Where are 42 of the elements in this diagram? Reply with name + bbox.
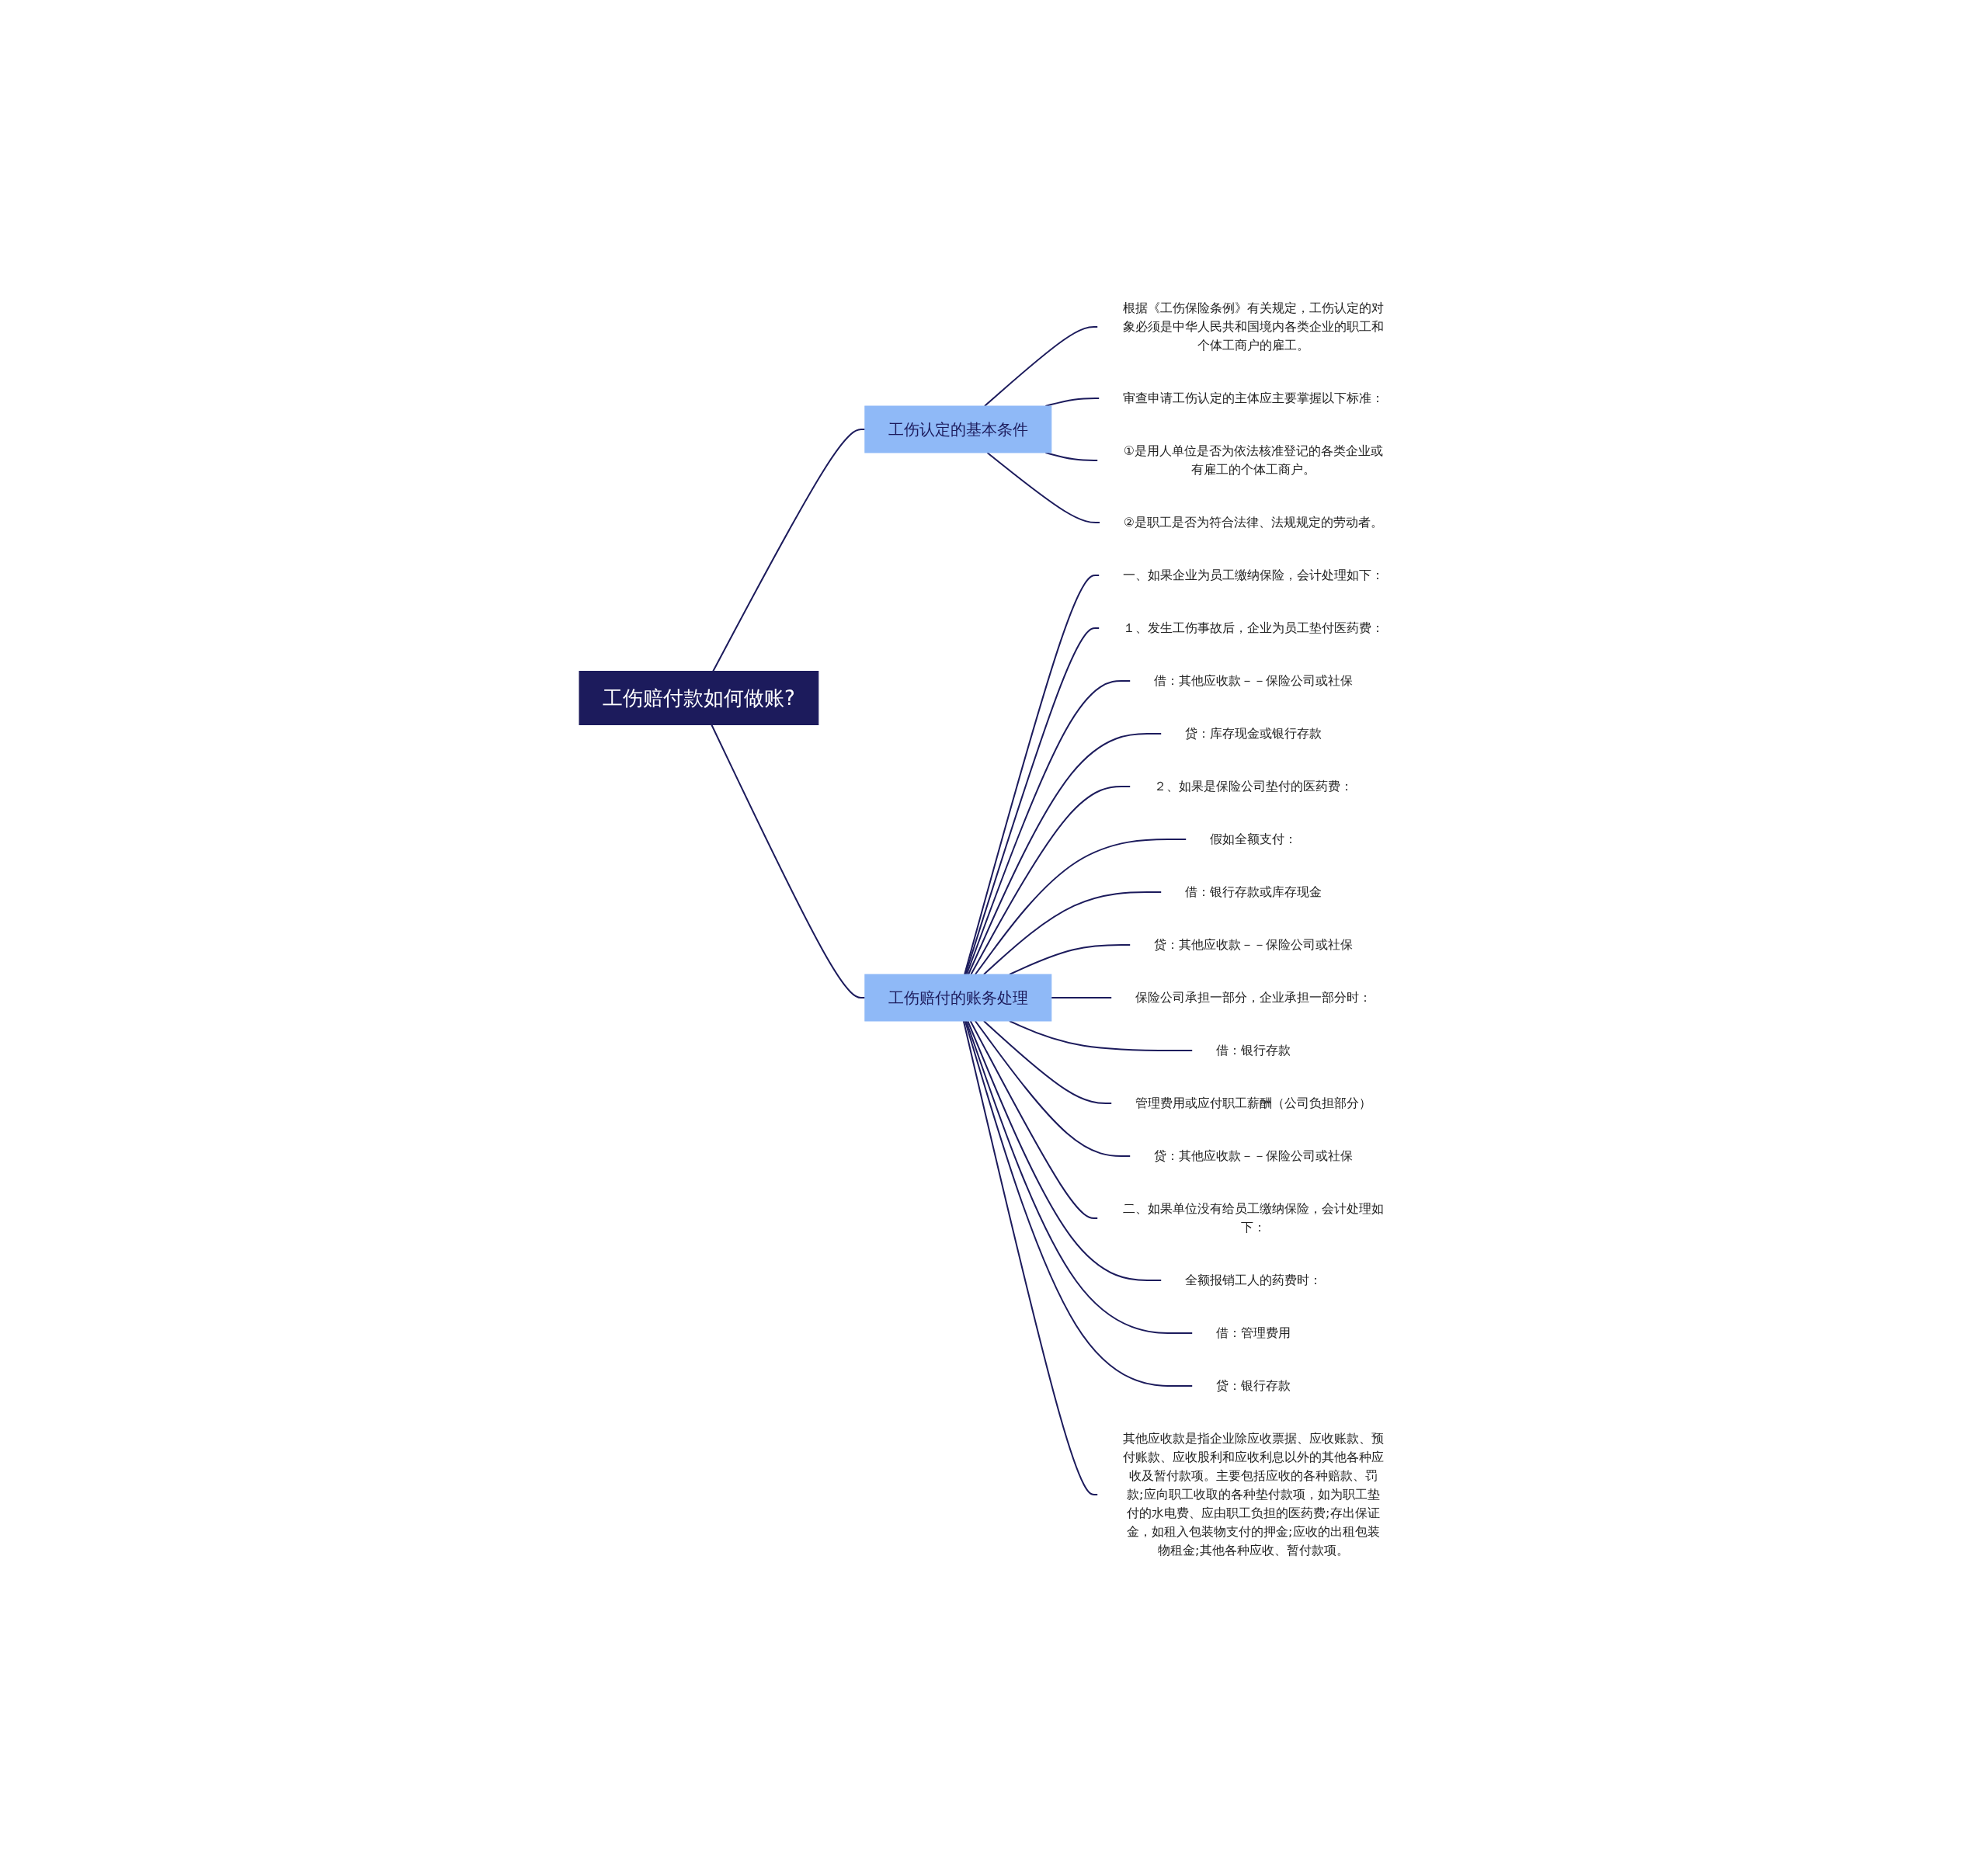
node-text: 保险公司承担一部分，企业承担一部分时： <box>1135 989 1371 1005</box>
node-text: ①是用人单位是否为依法核准登记的各类企业或有雇工的个体工商户。 <box>1123 443 1384 477</box>
node-text: 审查申请工伤认定的主体应主要掌握以下标准： <box>1122 390 1384 405</box>
node-text: 全额报销工人的药费时： <box>1184 1272 1322 1287</box>
node-text: 贷：其他应收款－－保险公司或社保 <box>1153 936 1353 952</box>
connector <box>1050 996 1113 998</box>
connector <box>711 724 866 998</box>
connector <box>969 1019 1099 1219</box>
connector <box>986 451 1101 523</box>
connector <box>970 785 1131 975</box>
node-text: ②是职工是否为符合法律、法规规定的劳动者。 <box>1123 514 1384 530</box>
node-text: 一、如果企业为员工缴纳保险，会计处理如下： <box>1122 567 1384 582</box>
node-box: 工伤赔付的账务处理 <box>864 974 1052 1021</box>
connector <box>962 1019 1099 1495</box>
node-text: 贷：银行存款 <box>1215 1377 1291 1393</box>
node-text: 借：其他应收款－－保险公司或社保 <box>1153 672 1353 688</box>
connector <box>1009 943 1131 975</box>
connector <box>1009 1019 1194 1051</box>
node-text: 假如全额支付： <box>1209 831 1297 846</box>
connector <box>968 732 1163 975</box>
node-box: 工伤赔付款如何做账? <box>579 670 819 725</box>
node-text: 借：银行存款 <box>1215 1042 1291 1057</box>
connector <box>983 891 1163 975</box>
node-text: 根据《工伤保险条例》有关规定，工伤认定的对象必须是中华人民共和国境内各类企业的职工和个体工商户的雇工。 <box>1122 300 1384 352</box>
connector <box>984 325 1099 407</box>
connector <box>983 1019 1113 1104</box>
node-text: 管理费用或应付职工薪酬（公司负担部分） <box>1135 1095 1371 1110</box>
node-text: 其他应收款是指企业除应收票据、应收账款、预付账款、应收股利和应收利息以外的其他各种应收及暂付款项。主要包括应收的各种赔款、罚款;应向职工收取的各种垫付款项，如为职工垫付的水电费、应由职工负担的医药费;存出保证金，如租入包装物支付的押金;应收的出租包装物租金;其他各种应收、暂付款项。 <box>1122 1430 1384 1558</box>
node-text: 借：银行存款或库存现金 <box>1184 884 1322 899</box>
connector <box>967 1019 1163 1281</box>
connector <box>965 679 1131 975</box>
node-box: 工伤认定的基本条件 <box>864 405 1052 453</box>
node-text: 二、如果单位没有给员工缴纳保险，会计处理如下： <box>1122 1200 1384 1235</box>
node-text: 贷：其他应收款－－保险公司或社保 <box>1153 1148 1353 1163</box>
node-text: ２、如果是保险公司垫付的医药费： <box>1153 778 1353 794</box>
connector <box>1044 451 1099 461</box>
node-text: １、发生工伤事故后，企业为员工垫付医药费： <box>1122 620 1384 635</box>
connector <box>974 838 1187 975</box>
node-text: 贷：库存现金或银行存款 <box>1184 725 1322 741</box>
connector <box>712 428 866 672</box>
connector <box>974 1019 1131 1157</box>
node-text: 借：管理费用 <box>1215 1325 1291 1340</box>
